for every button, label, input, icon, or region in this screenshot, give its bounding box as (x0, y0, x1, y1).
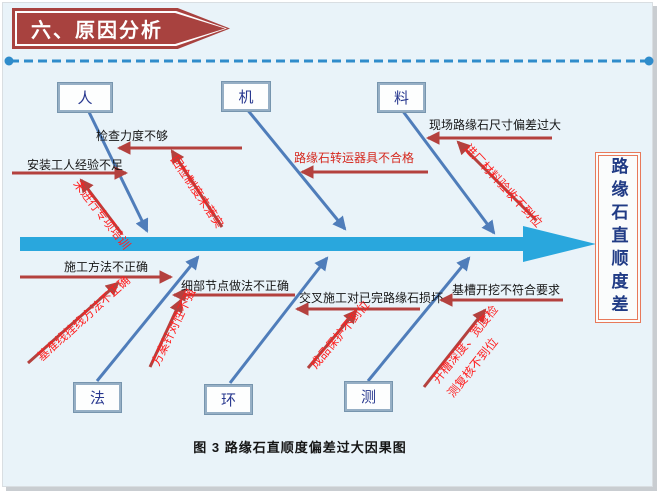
effect-box: 路缘石直顺度差 (595, 152, 641, 323)
figure-caption: 图 3 路缘石直顺度偏差过大因果图 (193, 440, 407, 455)
category-box-environment: 环 (204, 384, 253, 415)
primary-cause-trench-excavation: 基槽开挖不符合要求 (452, 283, 561, 297)
subcause-arrow-s2 (79, 178, 124, 235)
primary-cause-curb-size-deviation: 现场路缘石尺寸偏差过大 (429, 118, 562, 132)
branch-line-material (400, 109, 496, 235)
primary-cause-detail-node-practice: 细部节点做法不正确 (181, 279, 290, 293)
branch-line-machine (244, 107, 347, 231)
branch-line-method (95, 255, 200, 382)
subcause-arrow-s3 (456, 140, 538, 222)
primary-cause-cross-construction-damage: 交叉施工对已完路缘石损坏 (299, 291, 444, 305)
primary-cause-worker-experience: 安装工人经验不足 (27, 158, 124, 172)
category-label-environment: 环 (220, 392, 236, 409)
branch-line-environment (228, 256, 329, 384)
category-label-man: 人 (77, 90, 93, 107)
primary-cause-transport-equipment: 路缘石转运器具不合格 (294, 151, 415, 165)
subcause-arrow-s4 (27, 281, 120, 365)
category-label-method: 法 (89, 390, 105, 407)
primary-cause-construction-method: 施工方法不正确 (64, 260, 149, 274)
subcause-arrow-s6 (306, 309, 358, 369)
divider-left-dot-icon (4, 56, 14, 66)
category-box-machine: 机 (221, 81, 271, 112)
category-box-material: 料 (377, 82, 426, 113)
primary-cause-inspection-effort: 检查力度不够 (96, 129, 169, 143)
category-label-machine: 机 (238, 89, 254, 106)
banner-inner-shape: 六、原因分析 (17, 13, 225, 44)
category-box-man: 人 (57, 82, 113, 113)
subcause-arrow-s1 (170, 149, 224, 228)
section-title-banner: 六、原因分析 (12, 8, 230, 49)
effect-box-inner-border: 路缘石直顺度差 (598, 155, 638, 320)
category-box-method: 法 (73, 382, 122, 413)
spine-arrow (20, 226, 596, 262)
subcause-arrow-s5 (148, 298, 183, 368)
effect-label: 路缘石直顺度差 (608, 157, 628, 318)
page-title: 六、原因分析 (31, 20, 163, 42)
branch-line-measurement (366, 256, 471, 382)
divider-right-dot-icon (644, 56, 654, 66)
category-label-measurement: 测 (360, 389, 376, 406)
category-label-material: 料 (393, 90, 409, 107)
category-box-measurement: 测 (344, 381, 393, 412)
subcause-arrow-s7 (422, 308, 487, 388)
